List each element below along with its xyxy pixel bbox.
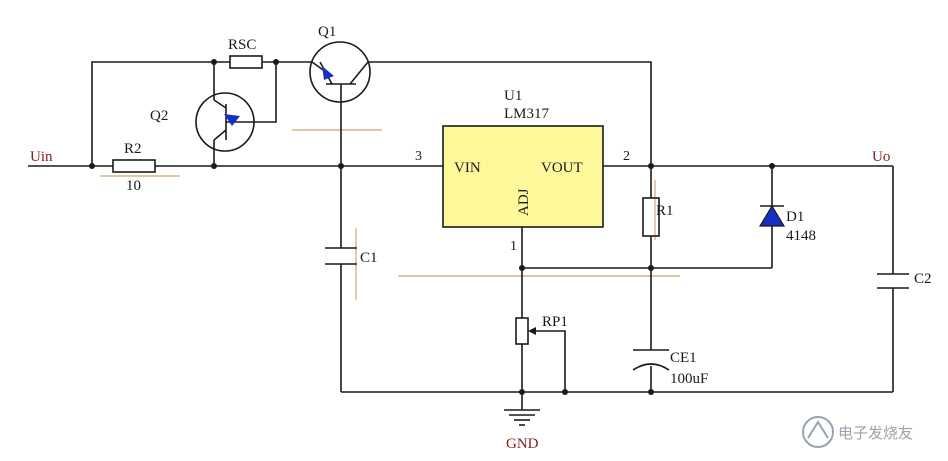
label-rp1: RP1: [542, 314, 568, 330]
label-rsc: RSC: [228, 37, 256, 53]
regulator-body: [442, 125, 604, 228]
capacitor-c2: [877, 273, 909, 289]
pin-number-2: 2: [623, 149, 630, 164]
label-r1: R1: [656, 203, 674, 219]
logo-icon: [802, 416, 834, 448]
pin-label-vout: VOUT: [541, 160, 583, 176]
label-ce1-value: 100uF: [670, 371, 708, 387]
wires: [28, 61, 894, 410]
diode-d1: [758, 204, 786, 227]
label-q1: Q1: [318, 24, 336, 40]
watermark-text: 电子发烧友: [838, 424, 913, 442]
capacitor-ce1: [632, 349, 670, 371]
watermark: 电子发烧友: [802, 416, 913, 448]
pin-label-vin: VIN: [454, 160, 481, 176]
label-u1-ref: U1: [504, 88, 522, 104]
potentiometer-rp1: [515, 317, 536, 345]
pin-number-3: 3: [415, 149, 422, 164]
label-d1: D1: [786, 209, 804, 225]
junction-dots: [89, 59, 775, 395]
resistor-r2: [112, 159, 156, 173]
capacitor-c1: [325, 247, 357, 265]
label-ce1: CE1: [670, 350, 697, 366]
net-label-uo: Uo: [872, 149, 890, 165]
pin-number-1: 1: [510, 239, 517, 254]
pin-label-adj: ADJ: [516, 188, 532, 216]
label-c1: C1: [360, 250, 378, 266]
net-label-uin: Uin: [30, 149, 53, 165]
label-d1-value: 4148: [786, 228, 816, 244]
label-q2: Q2: [150, 108, 168, 124]
label-r2-value: 10: [126, 178, 141, 194]
label-c2: C2: [914, 271, 932, 287]
transistor-q2: [195, 92, 255, 152]
resistor-r1: [642, 197, 660, 237]
resistor-rsc: [229, 55, 263, 69]
guide-lines: [100, 129, 680, 300]
ground-symbol: [504, 409, 540, 426]
transistor-q1: [309, 41, 371, 103]
label-u1-part: LM317: [504, 106, 550, 122]
label-r2: R2: [124, 141, 142, 157]
net-label-gnd: GND: [506, 436, 539, 452]
